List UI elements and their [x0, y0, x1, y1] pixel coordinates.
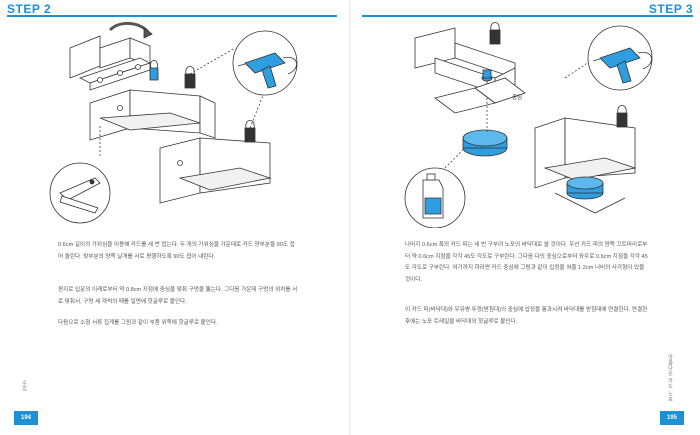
bottle-cap — [462, 129, 508, 157]
step-3-title: STEP 3 — [648, 2, 693, 16]
step-2-title: STEP 2 — [7, 2, 52, 16]
binder-clip — [149, 60, 159, 81]
step-2-illustration — [49, 22, 298, 224]
right-page-number: 195 — [660, 411, 684, 425]
left-page-number: 194 — [14, 411, 38, 425]
assembled-piece-lower — [159, 120, 272, 204]
glue-gun-callout-right — [587, 25, 653, 91]
step-2-paragraph-3: 다음으로 소형 서류 집게를 그림과 같이 부품 위쪽에 핫글루로 붙인다. — [58, 320, 218, 326]
assembled-with-cap — [534, 105, 637, 214]
step-3-rule — [362, 15, 693, 17]
step-3-illustration — [404, 22, 653, 228]
folded-card-top — [69, 22, 153, 79]
center-label: 중심 — [512, 95, 523, 101]
glue-gun-callout — [232, 30, 298, 96]
hole-punch-callout — [49, 162, 111, 224]
step-2-rule — [7, 15, 337, 17]
step-3-paragraph-2: 이 카드 띠(바닥대)와 우유병 뚜껑(받침대)의 중심에 압정을 통과시켜 바… — [405, 307, 648, 325]
step-2-paragraph-1: 0.6cm 길이의 가위심을 이용해 카드를 세 번 접는다. 두 개의 가위심… — [58, 242, 295, 260]
milk-jug-callout — [404, 167, 466, 228]
step-3-paragraph-1: 나머지 0.6cm 폭의 카드 피는 네 번 구부려 노포의 바닥대로 쓸 것이… — [405, 242, 648, 283]
left-running-head: 수업 — [21, 380, 27, 391]
right-running-head: 아름다운 카드 노포 — [667, 354, 673, 403]
bent-strip — [434, 77, 526, 114]
step-2-paragraph-2: 편지로 입문의 이래로부터 약 0.8cm 지점에 중심을 맞춰 구멍을 뚫는다… — [58, 287, 298, 305]
page-gutter — [349, 0, 351, 435]
